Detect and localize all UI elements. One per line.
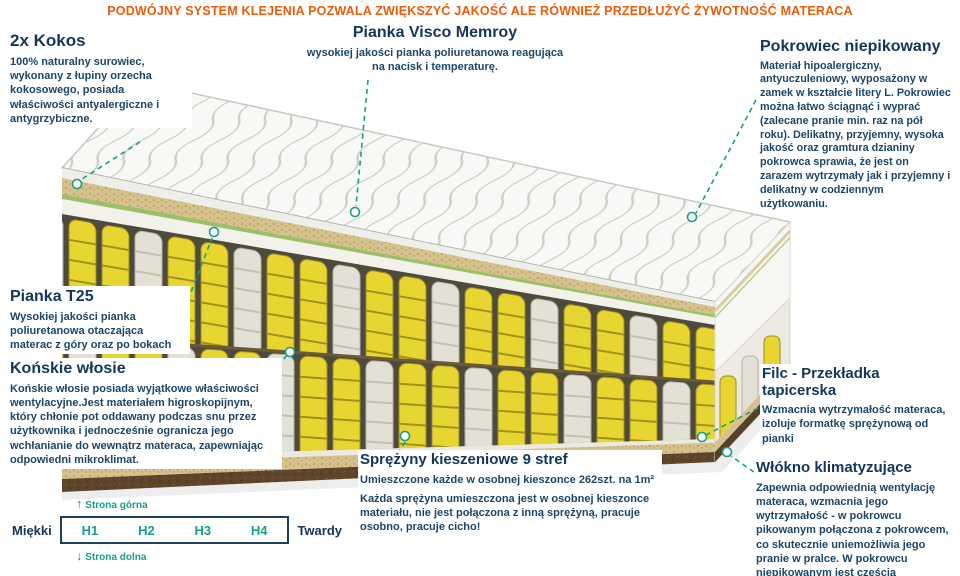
leader-markers <box>71 178 733 458</box>
marker-kokos <box>71 178 83 190</box>
visco-foam-layer <box>62 199 715 325</box>
label-t25: Pianka T25 Wysokiej jakości pianka poliu… <box>8 286 190 355</box>
label-kokos: 2x Kokos 100% naturalny surowiec, wykona… <box>8 30 192 129</box>
sprezyny-text-1: Umieszczone każde w osobnej kieszonce 26… <box>360 473 655 486</box>
bottom-side-note: ↓ Strona dolna <box>76 549 342 563</box>
filc-title: Filc - Przekładka tapicerska <box>762 365 880 399</box>
filc-text: Wzmacnia wytrzymałość materaca, izoluje … <box>762 404 946 445</box>
up-arrow-icon: ↑ <box>76 496 83 511</box>
t25-text: Wysokiej jakości pianka poliuretanowa ot… <box>10 310 172 352</box>
label-pokrowiec: Pokrowiec niepikowany Materiał hipoalerg… <box>758 36 955 214</box>
cover-front-edge <box>62 168 715 307</box>
bottom-side-label: Strona dolna <box>85 552 147 563</box>
marker-sprezyny <box>399 430 411 442</box>
wlosie-text: Końskie włosie posiada wyjątkowe właściw… <box>10 382 264 467</box>
kokos-text: 100% naturalny surowiec, wykonany z łupi… <box>10 55 160 125</box>
wlokno-text: Zapewnia odpowiednią wentylację materaca… <box>756 481 949 576</box>
green-foam-line <box>62 194 715 318</box>
leader-t25 <box>187 237 213 301</box>
hard-label: Twardy <box>297 522 342 538</box>
marker-visco <box>349 206 361 218</box>
header-banner: PODWÓJNY SYSTEM KLEJENIA POZWALA ZWIĘKSZ… <box>107 4 853 18</box>
firmness-level-h3: H3 <box>194 522 212 538</box>
coco-top-layer <box>62 178 715 315</box>
label-wlokno: Włókno klimatyzujące Zapewnia odpowiedni… <box>754 458 956 576</box>
t25-title: Pianka T25 <box>10 288 94 305</box>
label-visco: Pianka Visco Memroy wysokiej jakości pia… <box>300 22 570 77</box>
firmness-scale: ↑ Strona górna Miękki H1 H2 H3 H4 Twardy… <box>12 497 342 563</box>
marker-wlosie <box>284 346 296 358</box>
label-wlosie: Końskie włosie Końskie włosie posiada wy… <box>8 358 282 470</box>
top-side-label: Strona górna <box>85 500 148 511</box>
label-sprezyny: Sprężyny kieszeniowe 9 stref Umieszczone… <box>358 450 662 542</box>
leader-pokrowiec <box>695 99 757 214</box>
marker-t25 <box>208 226 220 238</box>
wlosie-title: Końskie włosie <box>10 360 126 377</box>
down-arrow-icon: ↓ <box>76 548 83 563</box>
end-cap-cover-skirt <box>714 220 791 374</box>
marker-wlokno <box>721 446 733 458</box>
leader-wlokno <box>730 455 755 473</box>
firmness-level-h4: H4 <box>250 522 268 538</box>
visco-title: Pianka Visco Memroy <box>352 24 518 41</box>
leader-filc <box>705 407 759 436</box>
firmness-row: Miękki H1 H2 H3 H4 Twardy <box>12 516 342 544</box>
kokos-title: 2x Kokos <box>10 31 86 50</box>
top-side-note: ↑ Strona górna <box>76 497 342 511</box>
soft-label: Miękki <box>12 522 52 538</box>
wlokno-title: Włókno klimatyzujące <box>756 459 912 476</box>
firmness-level-h1: H1 <box>81 522 99 538</box>
leader-visco <box>355 79 369 207</box>
visco-text: wysokiej jakości pianka poliuretanowa re… <box>306 46 564 73</box>
sprezyny-text-2: Każda sprężyna umieszczona jest w osobne… <box>360 492 650 534</box>
label-filc: Filc - Przekładka tapicerska Wzmacnia wy… <box>760 364 958 448</box>
firmness-level-h2: H2 <box>138 522 155 538</box>
marker-filc <box>696 431 708 443</box>
pokrowiec-title: Pokrowiec niepikowany <box>760 38 941 55</box>
leader-kokos <box>81 141 141 180</box>
marker-pokrowiec <box>686 211 698 223</box>
firmness-levels-box: H1 H2 H3 H4 <box>59 516 290 544</box>
sprezyny-title: Sprężyny kieszeniowe 9 stref <box>360 451 568 468</box>
pokrowiec-text: Materiał hipoalergiczny, antyuczuleniowy… <box>760 59 951 210</box>
